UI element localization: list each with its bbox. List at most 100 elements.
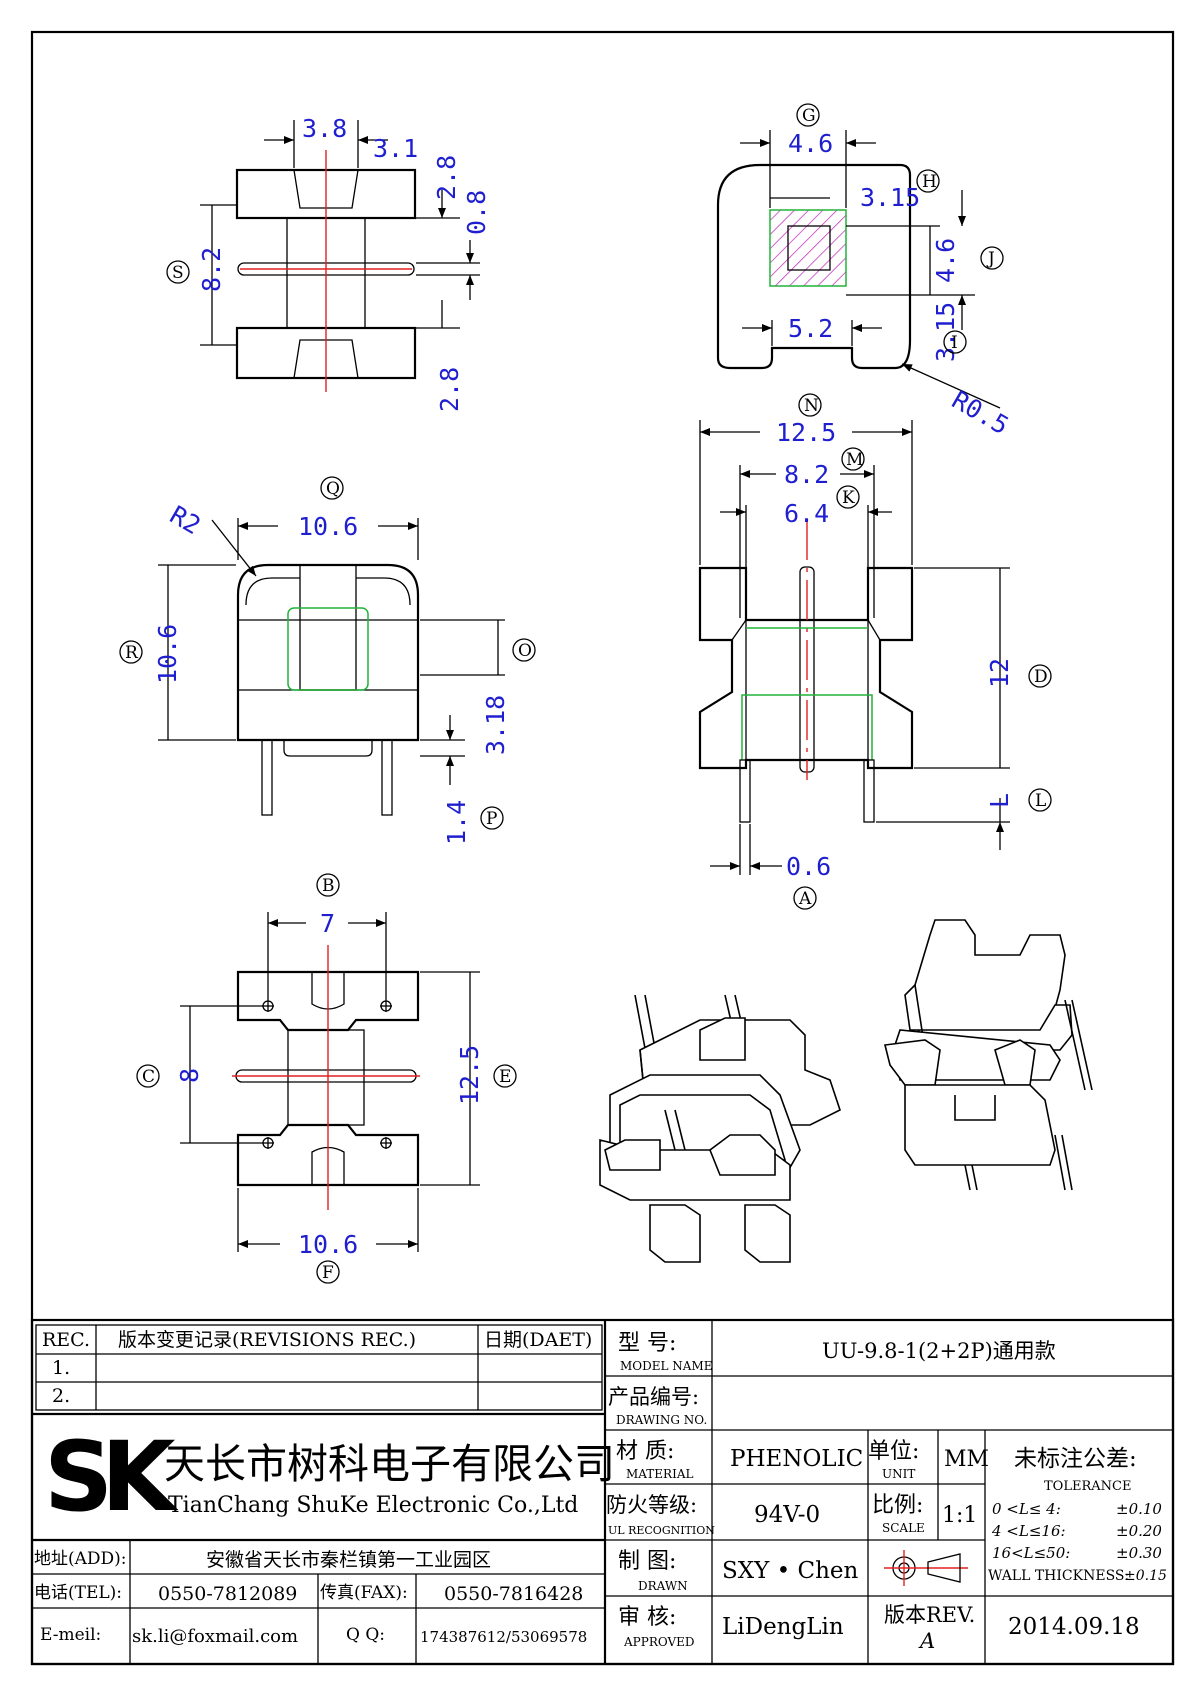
dim-8-2: 8.2 xyxy=(197,247,226,292)
tel-label: 电话(TEL): xyxy=(34,1583,122,1603)
dim-10-6-width: 10.6 xyxy=(298,512,358,541)
tag-b: B xyxy=(322,876,335,896)
dim-r0-5: R0.5 xyxy=(947,385,1014,440)
tag-i: I xyxy=(951,333,958,353)
mail-label: E-meil: xyxy=(40,1625,101,1645)
model-label-en: MODEL NAME xyxy=(620,1359,713,1373)
scale-label-cn: 比例: xyxy=(872,1493,923,1518)
tag-d: D xyxy=(1034,667,1048,687)
dim-r2: R2 xyxy=(165,500,206,540)
drawing-label-en: DRAWING NO. xyxy=(616,1413,707,1427)
scale-value: 1:1 xyxy=(942,1503,977,1528)
dim-3-15-v: 3.15 xyxy=(931,302,960,362)
dim-3-15-h: 3.15 xyxy=(860,183,920,212)
tolerance-range-1: 0 <L≤ 4: xyxy=(992,1500,1061,1518)
unit-label-cn: 单位: xyxy=(868,1439,919,1464)
tag-n: N xyxy=(804,396,819,416)
rev-row-2: 2. xyxy=(52,1385,70,1407)
drawn-value: SXY • Chen xyxy=(722,1558,859,1584)
dim-3-18: 3.18 xyxy=(481,695,510,755)
tag-c: C xyxy=(142,1067,155,1087)
dim-12-5-bottom: 12.5 xyxy=(455,1045,484,1105)
tag-k: K xyxy=(842,488,855,508)
view-top-right: 4.6 3.15 4.6 3.15 5.2 R0.5 G H J I xyxy=(716,103,1014,440)
unit-value: MM xyxy=(944,1447,989,1472)
dim-7: 7 xyxy=(320,909,335,938)
rev-title: 版本变更记录(REVISIONS REC.) xyxy=(118,1329,416,1351)
tolerance-value-2: ±0.20 xyxy=(1116,1522,1162,1540)
tolerance-range-3: 16<L≤50: xyxy=(992,1544,1070,1562)
approved-value: LiDengLin xyxy=(722,1614,844,1640)
addr-label: 地址(ADD): xyxy=(34,1549,127,1569)
wall-thickness-value: ±0.15 xyxy=(1124,1568,1167,1584)
tag-r: R xyxy=(125,643,139,663)
tel-value: 0550-7812089 xyxy=(158,1583,297,1605)
tolerance-label-en: TOLERANCE xyxy=(1044,1479,1131,1494)
date-header: 日期(DAET) xyxy=(484,1329,592,1351)
dim-2-8-top: 2.8 xyxy=(432,155,461,200)
tolerance-range-2: 4 <L≤16: xyxy=(991,1522,1066,1540)
dim-1-4: 1.4 xyxy=(442,800,471,845)
dim-5-2: 5.2 xyxy=(788,314,833,343)
approved-label-cn: 审 核: xyxy=(618,1605,676,1630)
fire-label-en: UL RECOGNITION xyxy=(608,1524,715,1537)
dim-4-6-right: 4.6 xyxy=(931,238,960,283)
drawn-label-cn: 制 图: xyxy=(618,1549,676,1574)
tag-j: J xyxy=(986,249,995,269)
fire-label-cn: 防火等级: xyxy=(606,1493,697,1517)
model-label-cn: 型 号: xyxy=(618,1331,676,1356)
tag-a: A xyxy=(798,889,812,909)
dim-4-6-top: 4.6 xyxy=(788,129,833,158)
tag-p: P xyxy=(486,809,497,829)
fax-value: 0550-7816428 xyxy=(444,1583,583,1605)
tag-q: Q xyxy=(326,479,340,499)
material-value: PHENOLIC xyxy=(730,1446,863,1472)
tag-l: L xyxy=(1035,791,1046,811)
iso-view-right xyxy=(884,919,1093,1191)
drawing-label-cn: 产品编号: xyxy=(608,1385,699,1409)
fax-label: 传真(FAX): xyxy=(320,1583,408,1603)
dim-8: 8 xyxy=(175,1068,204,1083)
dim-6-4: 6.4 xyxy=(784,499,829,528)
dim-10-6-height: 10.6 xyxy=(153,624,182,684)
rev-value: A xyxy=(918,1629,935,1653)
tag-h: H xyxy=(922,172,937,192)
date-value: 2014.09.18 xyxy=(1008,1614,1140,1640)
dim-3-1: 3.1 xyxy=(373,134,418,163)
tag-e: E xyxy=(499,1067,511,1087)
view-bottom-left: 7 8 12.5 10.6 B C E F xyxy=(136,873,517,1284)
qq-value: 174387612/53069578 xyxy=(420,1628,587,1646)
qq-label: Q Q: xyxy=(346,1625,385,1645)
material-label-cn: 材 质: xyxy=(616,1439,674,1464)
tag-s: S xyxy=(172,263,184,283)
tag-g: G xyxy=(802,106,816,126)
fire-value: 94V-0 xyxy=(754,1502,820,1528)
iso-view-left xyxy=(599,994,841,1263)
rev-label: 版本REV. xyxy=(884,1603,975,1627)
material-label-en: MATERIAL xyxy=(626,1467,694,1481)
projection-symbol xyxy=(884,1550,968,1586)
dim-12: 12 xyxy=(985,658,1014,688)
tolerance-value-3: ±0.30 xyxy=(1116,1544,1162,1562)
tolerance-value-1: ±0.10 xyxy=(1116,1500,1162,1518)
tag-f: F xyxy=(322,1263,334,1283)
scale-label-en: SCALE xyxy=(882,1521,925,1535)
unit-label-en: UNIT xyxy=(882,1467,915,1481)
tag-m: M xyxy=(846,450,863,470)
mail-value: sk.li@foxmail.com xyxy=(132,1626,298,1647)
rev-row-1: 1. xyxy=(52,1357,70,1379)
view-top-left: 3.8 3.1 8.2 2.8 0.8 2.8 S xyxy=(166,114,491,412)
tag-o: O xyxy=(518,641,532,661)
dim-l: L xyxy=(985,793,1014,808)
dim-12-5-top: 12.5 xyxy=(776,418,836,447)
dim-8-2-right: 8.2 xyxy=(784,460,829,489)
dim-0-6: 0.6 xyxy=(786,852,831,881)
model-value: UU-9.8-1(2+2P)通用款 xyxy=(822,1339,1056,1363)
tolerance-title: 未标注公差: xyxy=(1014,1446,1137,1472)
title-block: REC. 版本变更记录(REVISIONS REC.) 日期(DAET) 1. … xyxy=(30,1318,1175,1666)
dim-2-8-bottom: 2.8 xyxy=(435,367,464,412)
addr-value: 安徽省天长市秦栏镇第一工业园区 xyxy=(206,1549,491,1571)
dim-10-6-bottom: 10.6 xyxy=(298,1230,358,1259)
company-name-cn: 天长市树科电子有限公司 xyxy=(164,1440,615,1488)
